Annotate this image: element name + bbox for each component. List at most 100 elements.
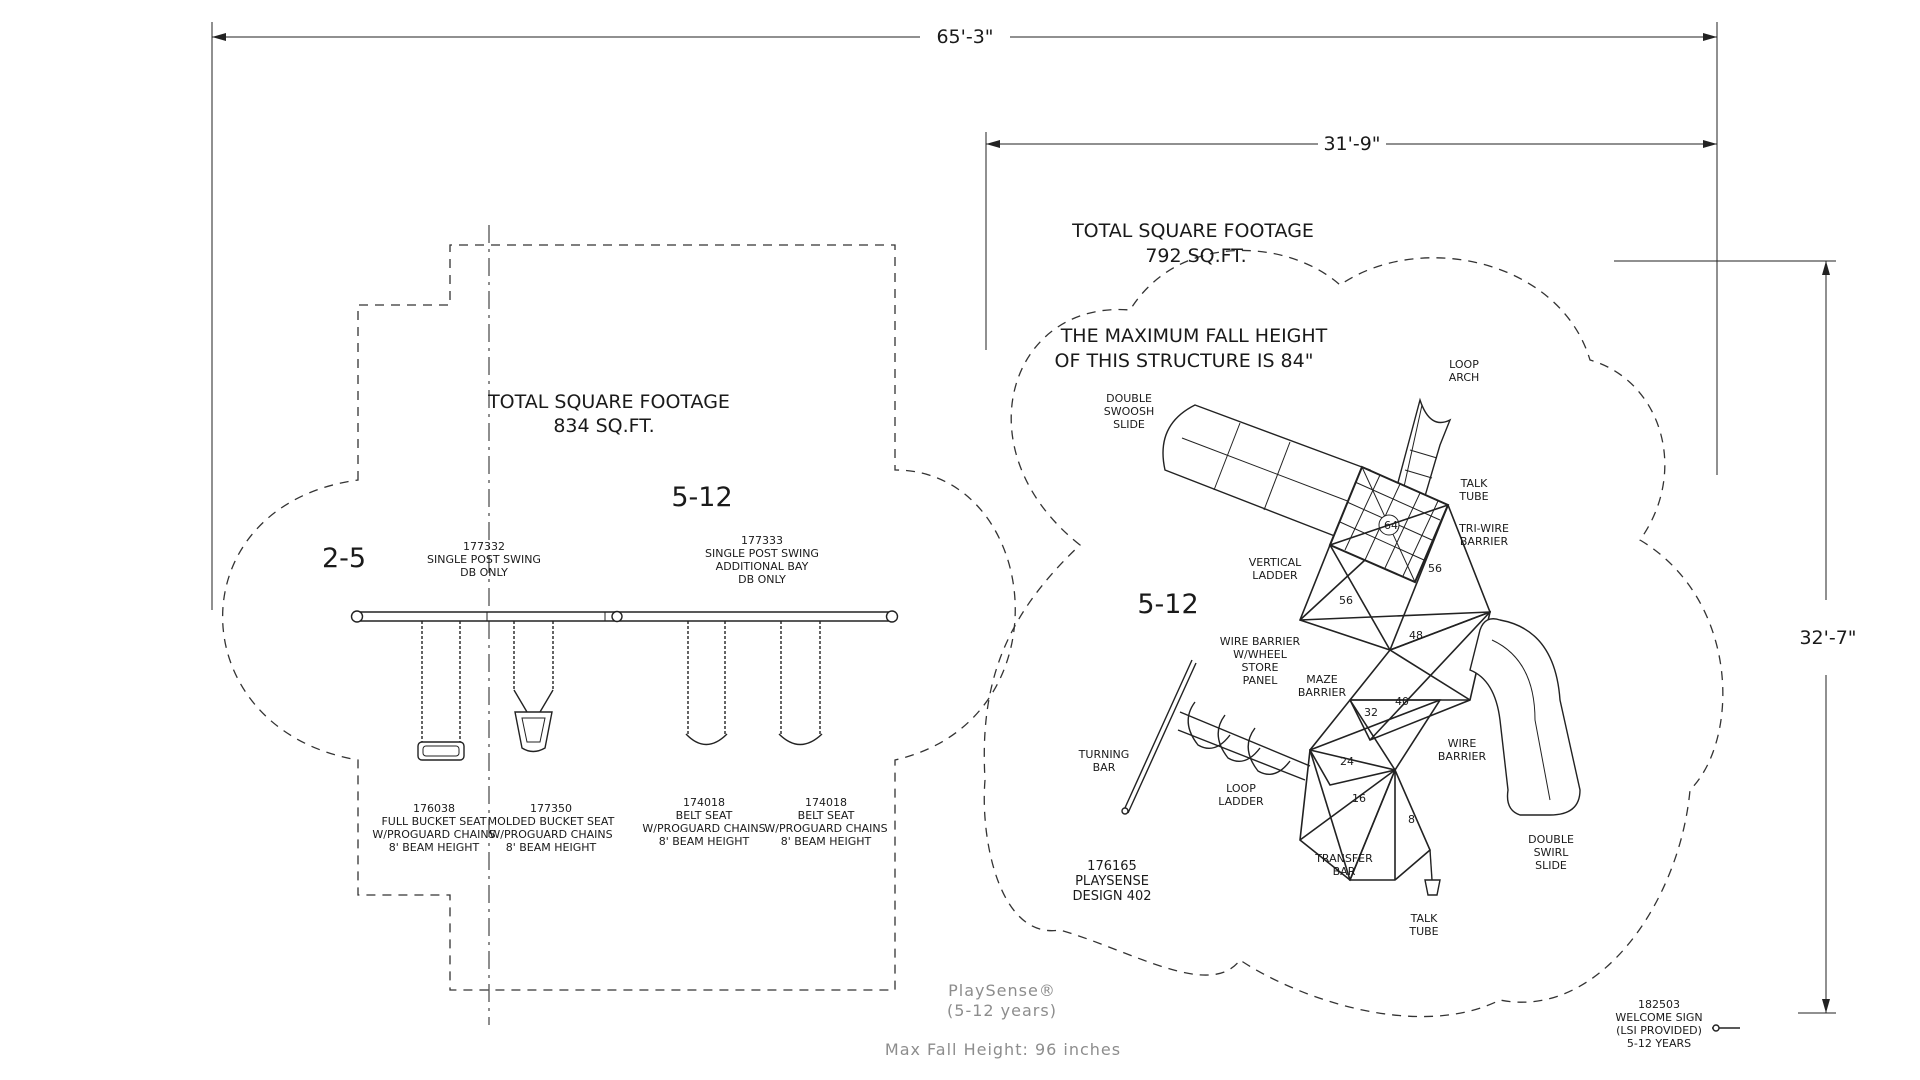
right-height-label: 32'-7" <box>1799 627 1856 649</box>
svg-text:MAZE: MAZE <box>1306 673 1338 686</box>
svg-text:W/PROGUARD CHAINS: W/PROGUARD CHAINS <box>642 822 765 835</box>
svg-text:BARRIER: BARRIER <box>1438 750 1487 763</box>
label-transfer-bar: TRANSFER BAR <box>1314 852 1373 878</box>
svg-text:DESIGN 402: DESIGN 402 <box>1072 889 1151 904</box>
svg-text:BARRIER: BARRIER <box>1298 686 1347 699</box>
talk-tube-bottom <box>1424 849 1441 896</box>
svg-text:ARCH: ARCH <box>1449 371 1480 384</box>
overall-width-dimension: 65'-3" <box>211 22 1718 610</box>
max-fall-height-label: Max Fall Height: 96 inches <box>885 1040 1121 1059</box>
svg-text:8' BEAM HEIGHT: 8' BEAM HEIGHT <box>659 835 750 848</box>
age-group-5-12-structure: 5-12 <box>1137 589 1198 620</box>
svg-text:MOLDED BUCKET SEAT: MOLDED BUCKET SEAT <box>488 815 615 828</box>
svg-text:DOUBLE: DOUBLE <box>1528 833 1574 846</box>
age-range-label: (5-12 years) <box>947 1001 1057 1020</box>
age-group-5-12-swings: 5-12 <box>671 482 732 513</box>
svg-text:BELT SEAT: BELT SEAT <box>676 809 733 822</box>
swing-total-value: 834 SQ.FT. <box>553 415 654 437</box>
label-vertical-ladder: VERTICAL LADDER <box>1249 556 1302 582</box>
deck-label-56b: 56 <box>1339 594 1353 607</box>
seat-label-2: 177350 MOLDED BUCKET SEAT W/PROGUARD CHA… <box>488 802 615 854</box>
svg-text:W/PROGUARD CHAINS: W/PROGUARD CHAINS <box>489 828 612 841</box>
overall-width-label: 65'-3" <box>936 26 993 48</box>
svg-text:177333: 177333 <box>741 534 783 547</box>
label-turning-bar: TURNING BAR <box>1078 748 1130 774</box>
seat-label-1: 176038 FULL BUCKET SEAT W/PROGUARD CHAIN… <box>372 802 495 854</box>
deck-label-40: 40 <box>1395 695 1409 708</box>
svg-text:WIRE: WIRE <box>1448 737 1477 750</box>
right-width-label: 31'-9" <box>1323 133 1380 155</box>
swing-total-label: TOTAL SQUARE FOOTAGE <box>487 391 730 413</box>
structure-frame <box>1298 503 1492 882</box>
loop-ladder <box>1177 701 1311 781</box>
label-loop-arch: LOOP ARCH <box>1449 358 1480 384</box>
right-height-dimension: 32'-7" <box>1614 260 1857 1014</box>
svg-text:DOUBLE: DOUBLE <box>1106 392 1152 405</box>
deck-label-64: 64 <box>1384 519 1398 532</box>
age-group-2-5: 2-5 <box>322 543 366 574</box>
svg-text:182503: 182503 <box>1638 998 1680 1011</box>
fall-height-line-2: OF THIS STRUCTURE IS 84" <box>1055 350 1314 372</box>
fall-height-line-1: THE MAXIMUM FALL HEIGHT <box>1060 325 1328 347</box>
svg-text:PLAYSENSE: PLAYSENSE <box>1075 874 1149 889</box>
svg-text:VERTICAL: VERTICAL <box>1249 556 1302 569</box>
welcome-sign: 182503 WELCOME SIGN (LSI PROVIDED) 5-12 … <box>1615 998 1740 1050</box>
swing-safety-zone <box>222 225 1016 1025</box>
svg-text:8' BEAM HEIGHT: 8' BEAM HEIGHT <box>506 841 597 854</box>
svg-text:WIRE BARRIER: WIRE BARRIER <box>1220 635 1301 648</box>
svg-text:DB ONLY: DB ONLY <box>738 573 786 586</box>
svg-text:8' BEAM HEIGHT: 8' BEAM HEIGHT <box>389 841 480 854</box>
label-double-swirl-slide: DOUBLE SWIRL SLIDE <box>1528 833 1574 872</box>
swing-b-label: 177333 SINGLE POST SWING ADDITIONAL BAY … <box>705 534 819 586</box>
svg-text:LOOP: LOOP <box>1449 358 1479 371</box>
svg-text:LADDER: LADDER <box>1252 569 1298 582</box>
seat-label-4: 174018 BELT SEAT W/PROGUARD CHAINS 8' BE… <box>764 796 887 848</box>
deck-label-56a: 56 <box>1428 562 1442 575</box>
svg-text:174018: 174018 <box>683 796 725 809</box>
label-talk-tube-bottom: TALK TUBE <box>1408 912 1438 938</box>
design-label: 176165 PLAYSENSE DESIGN 402 <box>1072 859 1151 904</box>
label-wire-barrier-wheel: WIRE BARRIER W/WHEEL STORE PANEL <box>1220 635 1301 687</box>
svg-text:SWIRL: SWIRL <box>1534 846 1570 859</box>
svg-text:TUBE: TUBE <box>1458 490 1488 503</box>
svg-text:W/PROGUARD CHAINS: W/PROGUARD CHAINS <box>764 822 887 835</box>
label-talk-tube-top: TALK TUBE <box>1458 477 1488 503</box>
svg-text:5-12 YEARS: 5-12 YEARS <box>1627 1037 1691 1050</box>
svg-text:177332: 177332 <box>463 540 505 553</box>
structure-total-value: 792 SQ.FT. <box>1145 245 1246 267</box>
svg-text:DB ONLY: DB ONLY <box>460 566 508 579</box>
svg-text:W/PROGUARD CHAINS: W/PROGUARD CHAINS <box>372 828 495 841</box>
svg-text:177350: 177350 <box>530 802 572 815</box>
svg-text:WELCOME SIGN: WELCOME SIGN <box>1615 1011 1702 1024</box>
swing-a-label: 177332 SINGLE POST SWING DB ONLY <box>427 540 541 579</box>
label-wire-barrier: WIRE BARRIER <box>1438 737 1487 763</box>
full-bucket-seat <box>417 621 465 761</box>
svg-text:BAR: BAR <box>1093 761 1116 774</box>
svg-text:LOOP: LOOP <box>1226 782 1256 795</box>
svg-text:SINGLE POST SWING: SINGLE POST SWING <box>705 547 819 560</box>
label-tri-wire-barrier: TRI-WIRE BARRIER <box>1458 522 1509 548</box>
svg-text:BARRIER: BARRIER <box>1460 535 1509 548</box>
deck-label-32: 32 <box>1364 706 1378 719</box>
structure-total-label: TOTAL SQUARE FOOTAGE <box>1071 220 1314 242</box>
svg-text:BELT SEAT: BELT SEAT <box>798 809 855 822</box>
svg-text:8' BEAM HEIGHT: 8' BEAM HEIGHT <box>781 835 872 848</box>
svg-text:BAR: BAR <box>1333 865 1356 878</box>
label-double-swoosh-slide: DOUBLE SWOOSH SLIDE <box>1104 392 1154 431</box>
turning-bar <box>1121 659 1197 815</box>
svg-text:TURNING: TURNING <box>1078 748 1130 761</box>
double-swoosh-slide <box>1162 404 1371 541</box>
svg-text:SLIDE: SLIDE <box>1113 418 1145 431</box>
deck-label-8: 8 <box>1408 813 1415 826</box>
svg-text:TALK: TALK <box>1410 912 1439 925</box>
svg-text:SLIDE: SLIDE <box>1535 859 1567 872</box>
svg-text:TUBE: TUBE <box>1408 925 1438 938</box>
belt-seat-1 <box>685 621 728 746</box>
svg-text:(LSI PROVIDED): (LSI PROVIDED) <box>1616 1024 1702 1037</box>
svg-text:TRI-WIRE: TRI-WIRE <box>1458 522 1509 535</box>
svg-text:STORE: STORE <box>1242 661 1279 674</box>
svg-text:TRANSFER: TRANSFER <box>1314 852 1373 865</box>
svg-text:176038: 176038 <box>413 802 455 815</box>
double-swirl-slide <box>1469 618 1581 816</box>
